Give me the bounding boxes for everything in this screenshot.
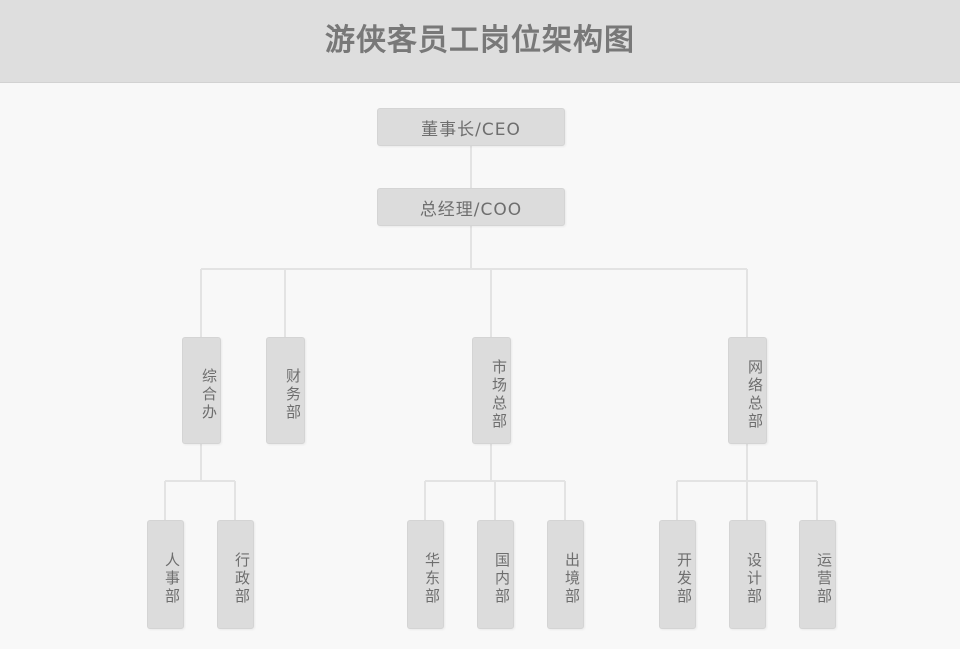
page-title: 游侠客员工岗位架构图 bbox=[325, 23, 635, 58]
org-node-label: 行政部 bbox=[233, 551, 251, 606]
org-node-label: 华东部 bbox=[423, 551, 441, 606]
org-node-kaifa[interactable]: 开发部 bbox=[659, 520, 696, 629]
org-node-shichang[interactable]: 市场总部 bbox=[472, 337, 511, 444]
org-node-label: 国内部 bbox=[493, 551, 511, 606]
org-node-sheji[interactable]: 设计部 bbox=[729, 520, 766, 629]
org-node-yunying[interactable]: 运营部 bbox=[799, 520, 836, 629]
org-node-label: 总经理/COO bbox=[419, 199, 523, 220]
org-node-label: 财务部 bbox=[284, 367, 302, 422]
org-node-label: 设计部 bbox=[745, 551, 763, 606]
org-node-label: 人事部 bbox=[163, 551, 181, 606]
org-node-renshi[interactable]: 人事部 bbox=[147, 520, 184, 629]
org-node-label: 出境部 bbox=[563, 551, 581, 606]
org-node-label: 网络总部 bbox=[746, 358, 764, 431]
org-node-label: 董事长/CEO bbox=[421, 119, 521, 140]
header-band bbox=[0, 0, 960, 83]
org-node-zonghe[interactable]: 综合办 bbox=[182, 337, 221, 444]
org-node-caiwu[interactable]: 财务部 bbox=[266, 337, 305, 444]
org-node-chujing[interactable]: 出境部 bbox=[547, 520, 584, 629]
org-node-xingzheng[interactable]: 行政部 bbox=[217, 520, 254, 629]
org-node-wangluo[interactable]: 网络总部 bbox=[728, 337, 767, 444]
org-node-guonei[interactable]: 国内部 bbox=[477, 520, 514, 629]
org-node-label: 运营部 bbox=[815, 551, 833, 606]
org-node-label: 开发部 bbox=[675, 551, 693, 606]
org-node-huadong[interactable]: 华东部 bbox=[407, 520, 444, 629]
org-node-coo[interactable]: 总经理/COO bbox=[377, 188, 565, 226]
org-node-ceo[interactable]: 董事长/CEO bbox=[377, 108, 565, 146]
org-node-label: 市场总部 bbox=[490, 358, 508, 431]
org-node-label: 综合办 bbox=[200, 367, 218, 422]
